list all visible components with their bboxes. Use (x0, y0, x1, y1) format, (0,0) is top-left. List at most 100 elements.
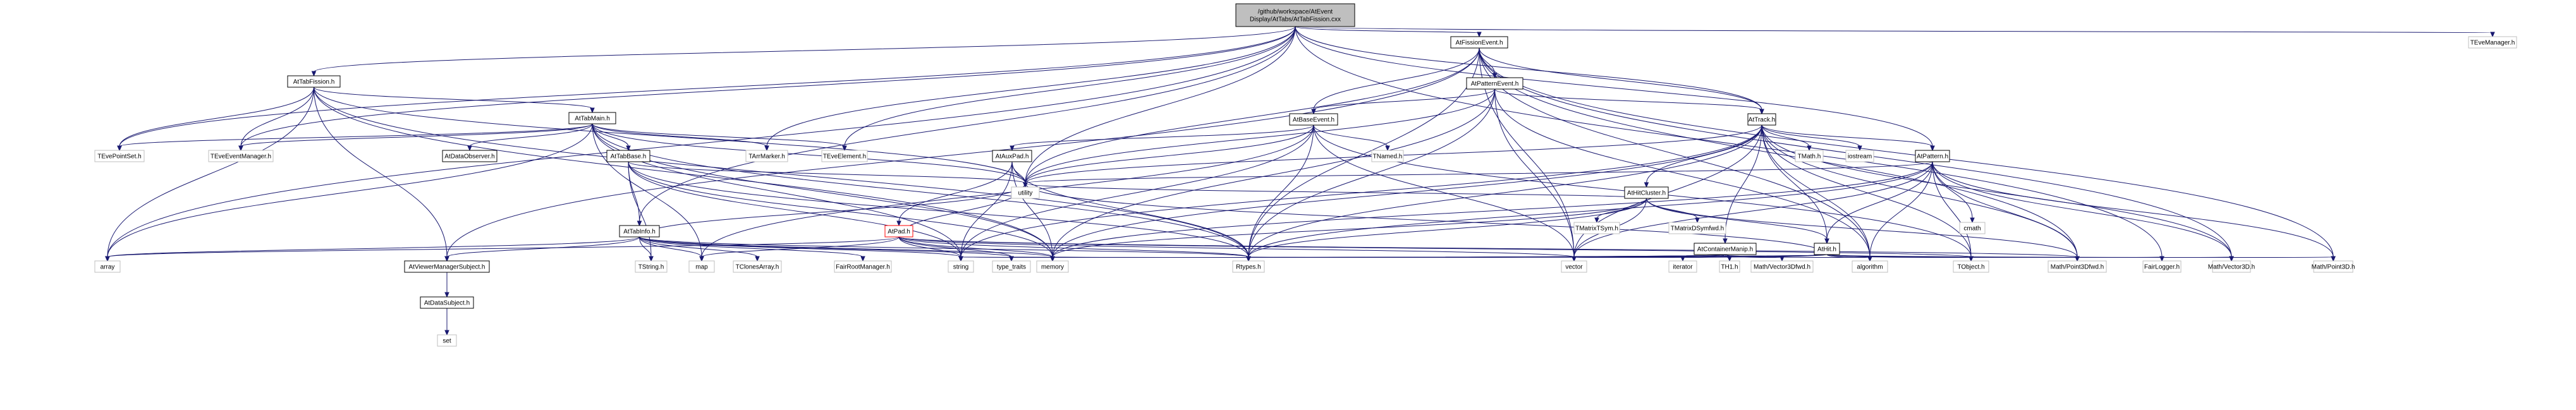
arrowhead-AtTrack-to-AtPattern (1930, 145, 1935, 152)
edge-AtTabFission-to-TEveEventManager (240, 87, 314, 147)
edge-AtTabFission-to-AtTabMain (314, 87, 593, 109)
node-set: set (437, 334, 457, 347)
edge-AtTabInfo-to-utility (639, 183, 1026, 238)
edge-AtPattern-to-vector (1573, 161, 1933, 258)
node-label: TMath.h (1798, 154, 1821, 160)
arrowhead-AtTrack-to-iostream (1857, 145, 1862, 152)
arrowhead-AtHit-to-algorithm (1867, 256, 1872, 262)
edge-AtPattern-to-Rtypes (1248, 161, 1933, 258)
node-box (834, 260, 892, 273)
node-label: TNamed.h (1373, 154, 1403, 160)
node-label: set (443, 338, 451, 345)
node-box (442, 150, 497, 162)
edge-AtTabFission-to-utility (314, 87, 1026, 184)
edge-AtTabMain-to-TArrMarker (592, 123, 767, 147)
edge-AtPattern-to-utility (1025, 161, 1933, 184)
node-label: vector (1565, 264, 1583, 271)
node-atauxpad[interactable]: AtAuxPad.h (992, 150, 1032, 162)
node-root[interactable]: /github/workspace/AtEventDisplay/AtTabs/… (1235, 3, 1355, 27)
node-iostream: iostream (1845, 150, 1874, 162)
node-atpattern[interactable]: AtPattern.h (1915, 150, 1950, 162)
node-label: /github/workspace/AtEvent (1258, 9, 1333, 16)
edge-root-to-TEveEventManager (240, 26, 1296, 147)
node-label: map (695, 264, 708, 271)
node-label: utility (1018, 190, 1033, 197)
node-attabmain[interactable]: AtTabMain.h (568, 112, 616, 124)
arrowhead-AtTabMain-to-TArrMarker (764, 145, 769, 152)
node-label: FairLogger.h (2144, 264, 2180, 271)
edge-AtHit-to-FairLogger (1826, 254, 2163, 258)
node-label: AtFissionEvent.h (1455, 40, 1503, 47)
edge-AtPattern-to-memory (1052, 161, 1933, 258)
node-box (1011, 186, 1040, 199)
edge-AtPattern-to-MathPoint3D (1932, 161, 2334, 258)
arrowhead-AtBaseEvent-to-TNamed (1385, 145, 1390, 152)
node-attabfission[interactable]: AtTabFission.h (287, 75, 341, 88)
node-box (1668, 222, 1726, 234)
edge-AtBaseEvent-to-AtAuxPad (1011, 124, 1314, 147)
arrowhead-AtTabInfo-to-FairRootManager (860, 256, 865, 262)
node-label: string (953, 264, 968, 271)
node-attabinfo[interactable]: AtTabInfo.h (619, 225, 660, 238)
edge-AtTabFission-to-TEvePointSet (119, 87, 314, 147)
node-attrack[interactable]: AtTrack.h (1747, 113, 1776, 126)
node-label: AtTabMain.h (575, 116, 610, 123)
edge-AtPatternEvent-to-vector (1494, 88, 1575, 258)
edge-root-to-TEveElement (844, 26, 1296, 147)
node-label: Math/Vector3D.h (2208, 264, 2255, 271)
node-fairlogger: FairLogger.h (2142, 260, 2182, 273)
node-athitcluster[interactable]: AtHitCluster.h (1624, 186, 1669, 199)
node-attabbase[interactable]: AtTabBase.h (606, 150, 650, 162)
edge-AtHitCluster-to-MathPoint3Dfwd (1646, 198, 2078, 258)
edge-AtHitCluster-to-utility (1025, 183, 1647, 199)
node-tmath: TMath.h (1795, 150, 1824, 162)
node-atdatasubject[interactable]: AtDataSubject.h (420, 296, 474, 309)
node-box (1466, 77, 1523, 90)
node-box (1694, 243, 1757, 255)
node-atbaseevent[interactable]: AtBaseEvent.h (1289, 113, 1338, 126)
node-box (635, 260, 668, 273)
node-atfissionevent[interactable]: AtFissionEvent.h (1450, 36, 1508, 49)
node-mathpoint3dfwd: Math/Point3Dfwd.h (2048, 260, 2107, 273)
edge-AtTabMain-to-TEveElement (592, 123, 845, 147)
arrowhead-AtTrack-to-AtHitCluster (1644, 182, 1649, 188)
node-atcontainermanip[interactable]: AtContainerManip.h (1694, 243, 1757, 255)
node-label: AtPattern.h (1917, 154, 1948, 160)
edge-AtBaseEvent-to-TNamed (1313, 124, 1388, 147)
edge-AtPad-to-vector (898, 236, 1575, 258)
node-atpad[interactable]: AtPad.h (884, 225, 913, 238)
arrowhead-AtHitCluster-to-TMatrixTSym (1594, 217, 1599, 224)
edge-AtTabFission-to-array (107, 87, 314, 258)
arrowhead-AtPad-to-map (699, 256, 704, 262)
node-atdataobserver[interactable]: AtDataObserver.h (442, 150, 497, 162)
edge-AtTrack-to-AtContainerManip (1724, 124, 1762, 240)
node-tclonesarray: TClonesArray.h (733, 260, 782, 273)
node-label: AtDataObserver.h (444, 154, 494, 160)
node-box (884, 225, 913, 238)
edge-AtTabBase-to-utility (628, 161, 1026, 184)
node-tevemanager: TEveManager.h (2468, 36, 2517, 49)
node-atpatternevent[interactable]: AtPatternEvent.h (1466, 77, 1523, 90)
node-box (1561, 260, 1587, 273)
node-tmatrixtsym: TMatrixTSym.h (1573, 222, 1620, 234)
arrowhead-AtPad-to-array (105, 256, 110, 262)
edge-AtTrack-to-algorithm (1761, 124, 1871, 258)
edge-AtTabMain-to-TEveEventManager (240, 123, 593, 147)
edge-AtTabInfo-to-map (639, 236, 702, 258)
node-box (992, 260, 1031, 273)
node-box (437, 334, 457, 347)
node-rtypes: Rtypes.h (1232, 260, 1265, 273)
node-label: AtViewerManagerSubject.h (409, 264, 485, 271)
node-label: Rtypes.h (1236, 264, 1261, 271)
node-box (1624, 186, 1669, 199)
edge-AtHit-to-type_traits (1011, 254, 1828, 258)
edge-AtFissionEvent-to-AtViewerManagerSubject (446, 47, 1480, 258)
node-athit[interactable]: AtHit.h (1814, 243, 1840, 255)
node-box (1289, 113, 1338, 126)
edge-root-to-AtTrack (1295, 26, 1762, 111)
node-box (2313, 260, 2353, 273)
arrowhead-AtTabInfo-to-TString (649, 256, 654, 262)
node-atviewermanagersubject[interactable]: AtViewerManagerSubject.h (404, 260, 490, 273)
node-box (420, 296, 474, 309)
